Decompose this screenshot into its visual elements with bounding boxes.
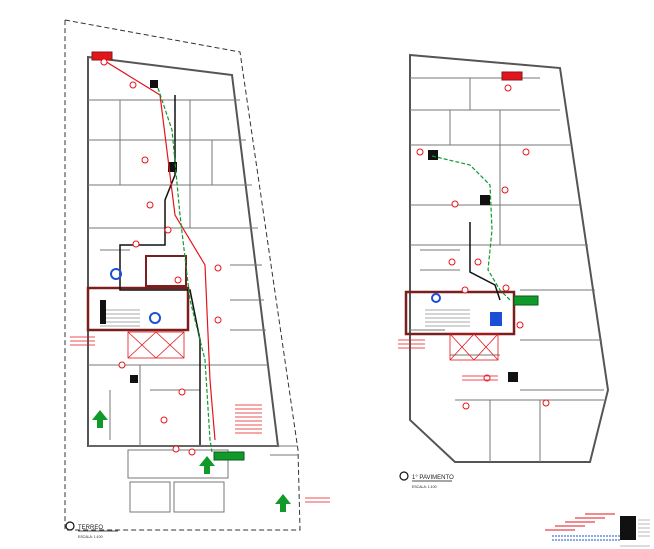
ground-floor-scale: ESCALA: 1:100 bbox=[78, 535, 103, 539]
hydrant-pipe-route bbox=[469, 222, 501, 301]
emergency-light-icon bbox=[132, 240, 140, 248]
emergency-light-icon bbox=[172, 445, 180, 453]
fire-extinguisher-icon bbox=[110, 268, 122, 280]
emergency-light-icon bbox=[542, 399, 550, 407]
emergency-light-icon bbox=[462, 402, 470, 410]
exit-arrow-icon bbox=[275, 494, 291, 512]
ground-floor-plan: TERREO ESCALA: 1:100 bbox=[64, 19, 330, 539]
hydrant-icon bbox=[513, 295, 539, 306]
emergency-light-icon bbox=[448, 258, 456, 266]
first-floor-caption: 1° PAVIMENTO bbox=[412, 475, 454, 481]
stair-treads bbox=[425, 309, 470, 327]
fire-extinguisher-icon bbox=[149, 312, 161, 324]
emergency-light-group bbox=[416, 84, 550, 410]
emergency-light-icon bbox=[160, 416, 168, 424]
stair-core bbox=[86, 286, 190, 332]
emergency-light-icon bbox=[502, 284, 510, 292]
ground-room-a bbox=[129, 481, 171, 513]
legend-stamp bbox=[545, 513, 650, 547]
equipment-block bbox=[428, 150, 438, 160]
emergency-light-icon bbox=[118, 361, 126, 369]
smoke-extraction-area bbox=[127, 331, 185, 359]
equipment-block bbox=[480, 195, 490, 205]
legend-red-steps bbox=[545, 513, 615, 531]
legend-blue-lines bbox=[552, 535, 620, 541]
stair-treads bbox=[100, 309, 140, 327]
emergency-light-icon bbox=[516, 321, 524, 329]
building-outline bbox=[409, 53, 610, 463]
emergency-light-icon bbox=[146, 201, 154, 209]
emergency-light-icon bbox=[164, 226, 172, 234]
emergency-light-icon bbox=[451, 200, 459, 208]
equipment-block bbox=[490, 312, 502, 326]
emergency-light-icon bbox=[178, 388, 186, 396]
smoke-extraction-area bbox=[449, 333, 499, 361]
emergency-light-icon bbox=[461, 286, 469, 294]
equipment-block bbox=[168, 162, 177, 172]
red-annotations bbox=[398, 339, 498, 381]
red-annotations bbox=[70, 336, 330, 503]
escape-route-green bbox=[431, 155, 511, 301]
property-boundary bbox=[64, 19, 301, 531]
drawing-number-icon bbox=[65, 521, 75, 531]
emergency-light-icon bbox=[501, 186, 509, 194]
exit-arrow-icon bbox=[92, 410, 108, 428]
exit-sign-icon bbox=[501, 71, 523, 81]
emergency-light-icon bbox=[100, 58, 108, 66]
emergency-light-icon bbox=[141, 156, 149, 164]
legend-text-lines bbox=[620, 519, 650, 547]
exit-sign-icon bbox=[91, 51, 113, 61]
emergency-light-icon bbox=[214, 264, 222, 272]
emergency-light-icon bbox=[129, 81, 137, 89]
hydrant-icon bbox=[213, 451, 245, 461]
exit-arrow-icon bbox=[199, 456, 215, 474]
emergency-light-icon bbox=[504, 84, 512, 92]
drawing-number-icon bbox=[399, 471, 409, 481]
interior-walls bbox=[410, 77, 604, 462]
alarm-circuit-red bbox=[99, 57, 216, 441]
escape-route-green bbox=[157, 87, 213, 453]
equipment-block bbox=[130, 375, 138, 383]
ground-room-b bbox=[173, 481, 225, 513]
first-floor-plan: 1° PAVIMENTO ESCALA: 1:100 bbox=[398, 53, 610, 489]
emergency-light-icon bbox=[188, 448, 196, 456]
equipment-block bbox=[508, 372, 518, 382]
equipment-block bbox=[150, 80, 158, 88]
emergency-light-icon bbox=[522, 148, 530, 156]
elevator-block bbox=[145, 255, 187, 287]
first-floor-scale: ESCALA: 1:100 bbox=[412, 485, 437, 489]
emergency-light-icon bbox=[214, 316, 222, 324]
emergency-light-icon bbox=[474, 258, 482, 266]
emergency-light-icon bbox=[174, 276, 182, 284]
equipment-block bbox=[100, 300, 106, 324]
ground-floor-caption: TERREO bbox=[78, 525, 103, 531]
emergency-light-icon bbox=[416, 148, 424, 156]
interior-walls bbox=[88, 99, 268, 446]
fire-extinguisher-icon bbox=[431, 293, 441, 303]
emergency-light-icon bbox=[483, 374, 491, 382]
hydrant-pipe-route bbox=[119, 95, 201, 445]
emergency-light-group bbox=[100, 58, 222, 456]
legend-building-block bbox=[620, 516, 636, 540]
